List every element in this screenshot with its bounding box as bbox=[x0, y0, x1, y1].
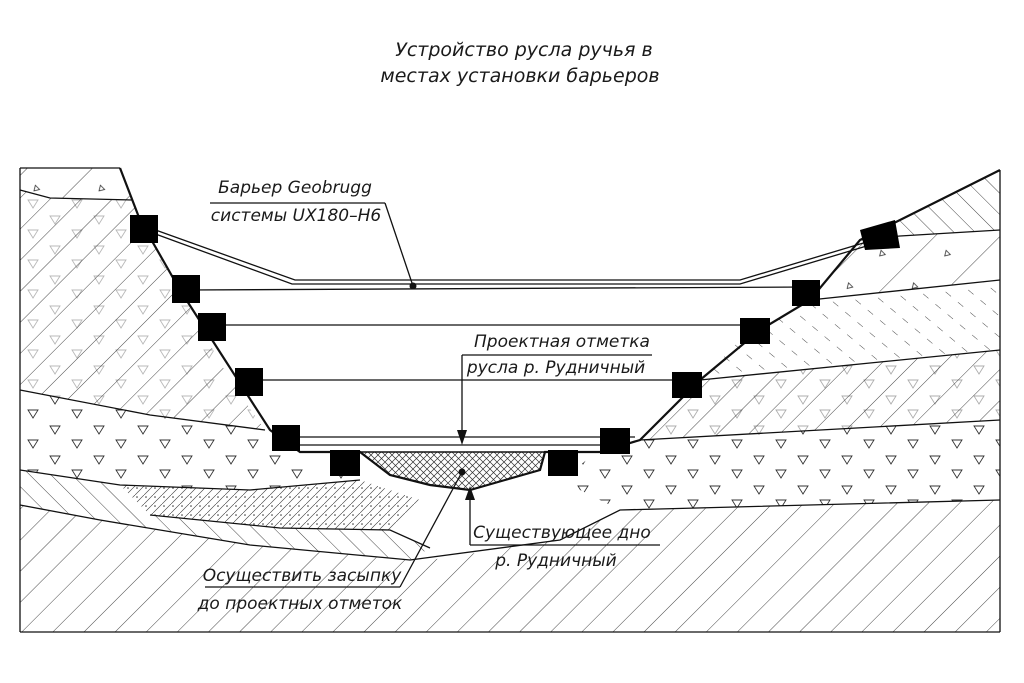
title-line-1: Устройство русла ручья в bbox=[395, 39, 652, 61]
title-line-2: местах установки барьеров bbox=[380, 65, 659, 87]
right-bank-soil bbox=[400, 170, 1000, 632]
anchor-blocks bbox=[130, 215, 900, 476]
barrier-label-line-2: системы UX180–H6 bbox=[211, 206, 382, 226]
backfill-label-line-2: до проектных отметок bbox=[197, 594, 403, 614]
existing-bottom-label-line-1: Существующее дно bbox=[473, 523, 651, 543]
barrier-label-line-1: Барьер Geobrugg bbox=[218, 178, 372, 198]
barrier-net-line bbox=[149, 227, 881, 281]
design-level-label-line-1: Проектная отметка bbox=[474, 332, 650, 352]
existing-bottom-leader bbox=[465, 486, 660, 546]
strata-boundaries bbox=[19, 189, 1001, 561]
barrier-leader bbox=[210, 202, 417, 290]
backfill-label-line-1: Осуществить засыпку bbox=[203, 566, 403, 586]
existing-bottom-label-line-2: р. Рудничный bbox=[494, 551, 616, 571]
left-bank-soil bbox=[20, 168, 430, 632]
backfill-leader bbox=[205, 468, 466, 588]
frame-lines bbox=[19, 167, 1001, 633]
design-level-leader bbox=[457, 354, 652, 445]
backfill-zone bbox=[357, 451, 546, 491]
design-level-label-line-2: русла р. Рудничный bbox=[466, 358, 645, 378]
